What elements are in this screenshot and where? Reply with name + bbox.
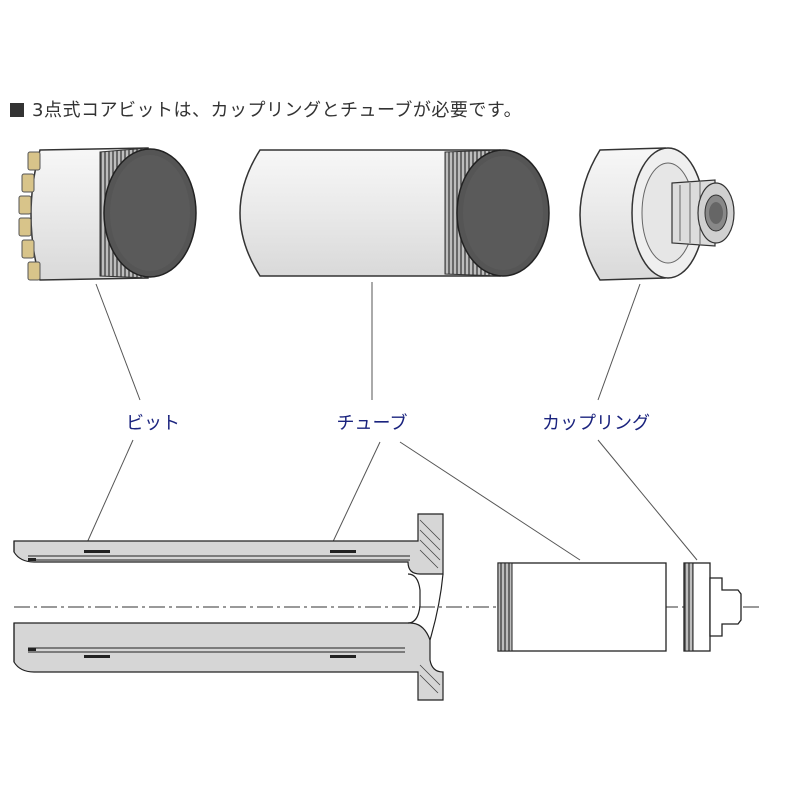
coupling-illustration [579, 147, 735, 281]
diamond-segments [18, 151, 41, 281]
label-tube: チューブ [337, 412, 408, 434]
label-bit: ビット [126, 413, 180, 434]
tube-outline [497, 562, 667, 652]
heading-text: 3点式コアビットは、カップリングとチューブが必要です。 [32, 100, 523, 121]
coupling-outline [683, 562, 742, 652]
bit-illustration [18, 147, 197, 281]
tube-illustration [239, 149, 550, 277]
label-coupling: カップリング [542, 413, 650, 434]
heading: 3点式コアビットは、カップリングとチューブが必要です。 [10, 96, 522, 122]
assembly-cross-section [13, 513, 444, 701]
bullet-square-icon [10, 103, 24, 117]
leader-lines [85, 282, 698, 561]
